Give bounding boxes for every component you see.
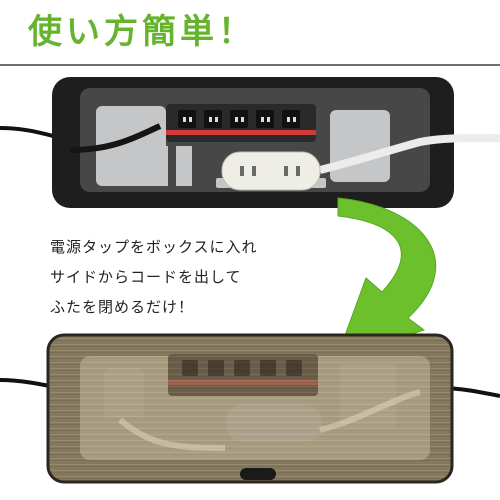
caption-line-1: 電源タップをボックスに入れ <box>50 238 258 256</box>
closed-cable-box <box>0 333 500 484</box>
right-cable <box>319 134 500 174</box>
caption-line-3: ふたを閉めるだけ！ <box>50 298 195 316</box>
wooden-lid <box>46 333 454 484</box>
title-divider <box>0 64 500 66</box>
open-cable-box <box>0 77 500 208</box>
power-strip-accent <box>166 130 316 135</box>
caption-line-2: サイドからコードを出して <box>50 268 242 286</box>
instruction-caption: 電源タップをボックスに入れ サイドからコードを出して ふたを閉めるだけ！ <box>50 232 258 322</box>
page-title: 使い方簡単！ <box>28 12 256 52</box>
arrow-icon <box>335 197 437 361</box>
lid-handle-notch <box>240 468 276 480</box>
plug-adapter <box>221 151 321 191</box>
